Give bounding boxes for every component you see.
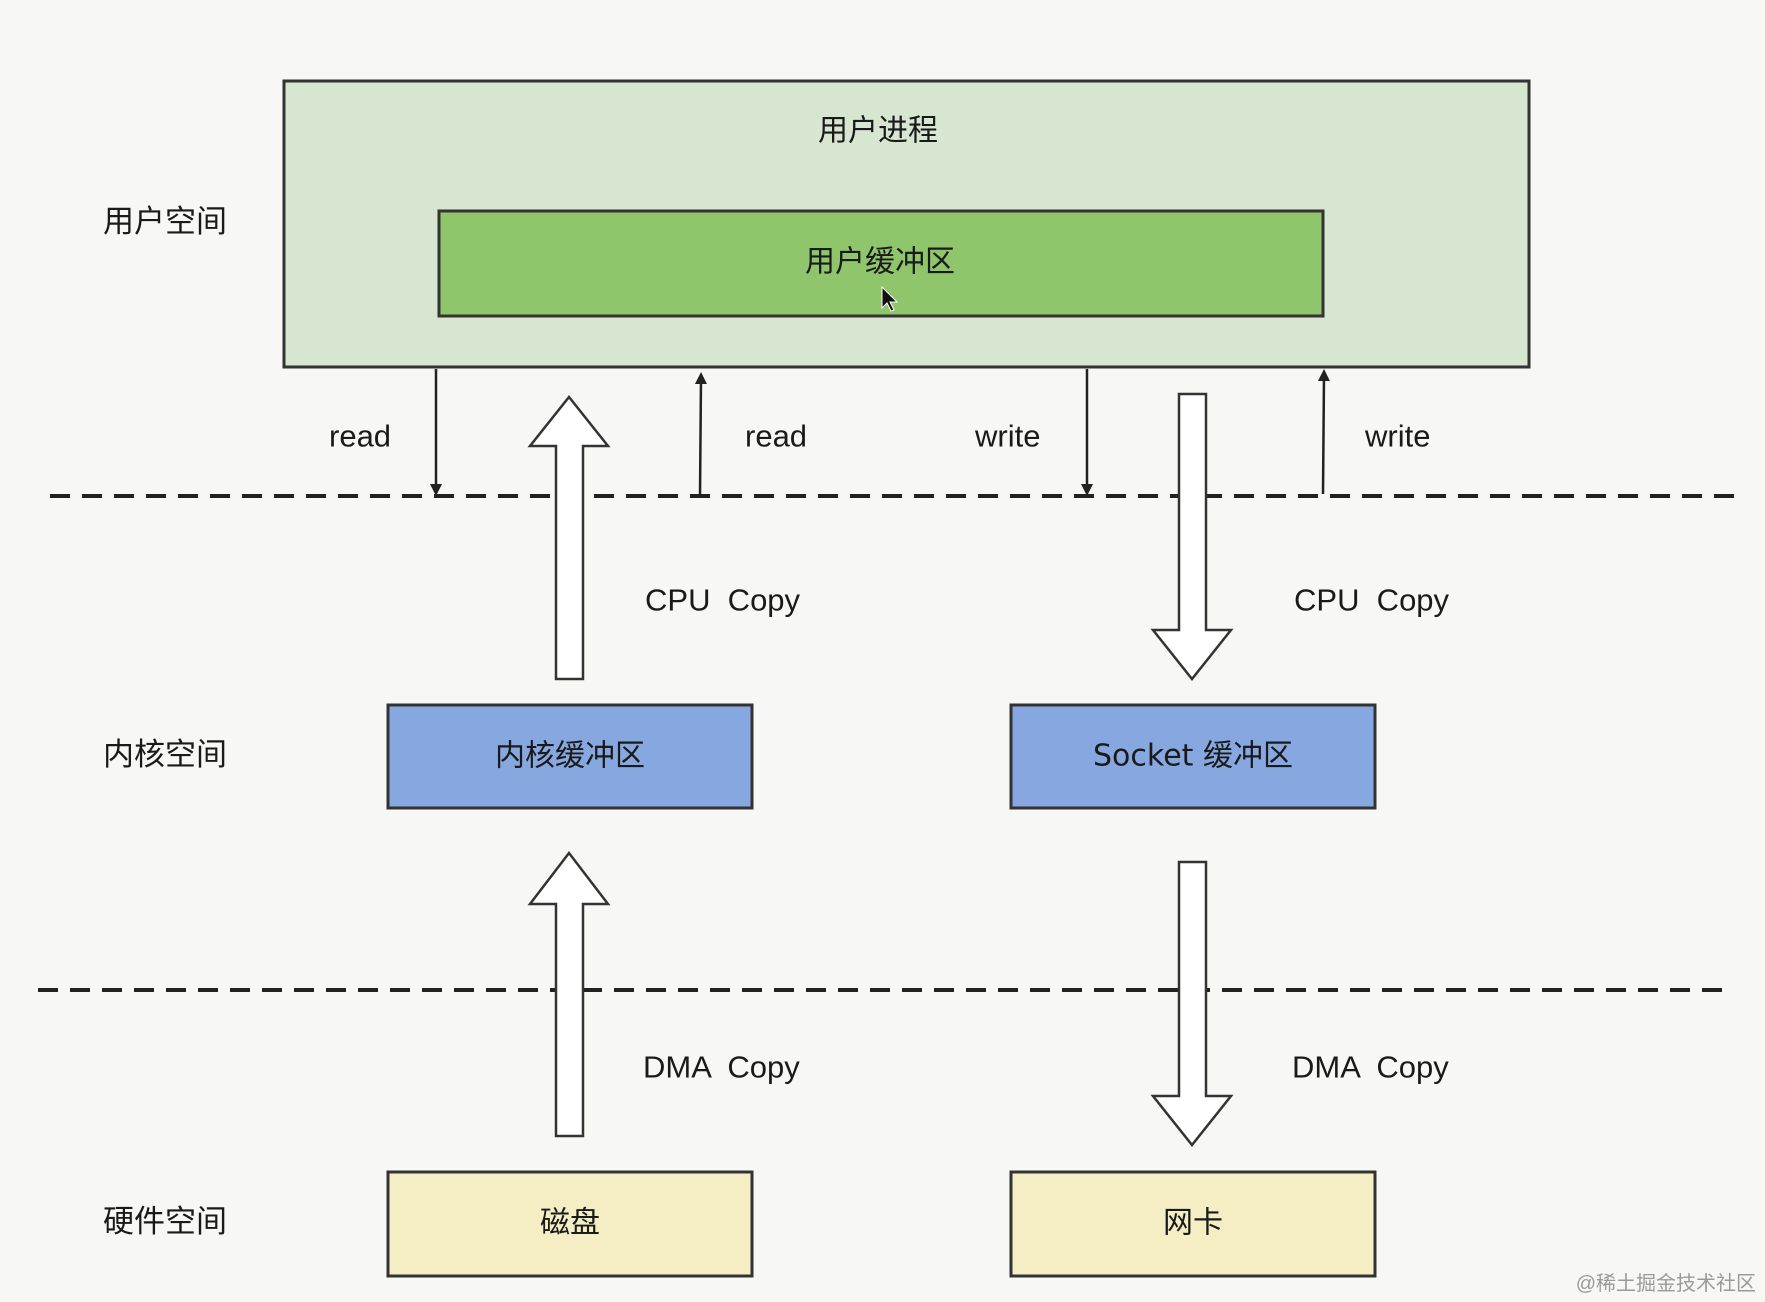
user-space-label: 用户空间 — [103, 204, 227, 240]
disk-label: 磁盘 — [540, 1206, 600, 1241]
dma-copy-right-label: DMA Copy — [1292, 1050, 1449, 1085]
read-return-arrow — [694, 372, 707, 497]
watermark-text: @稀土掘金技术社区 — [1576, 1272, 1756, 1295]
mouse-cursor-icon — [881, 285, 899, 312]
nic-box — [1009, 1170, 1377, 1278]
cpu-copy-down-arrow — [1150, 392, 1234, 682]
kernel-buffer-label: 内核缓冲区 — [495, 739, 645, 774]
kernel-buffer-box — [386, 703, 754, 810]
read-call-label: read — [329, 419, 391, 454]
read-return-label: read — [745, 419, 807, 454]
hardware-space-label: 硬件空间 — [103, 1204, 227, 1240]
dma-copy-up-arrow — [527, 850, 611, 1138]
socket-buffer-box — [1009, 703, 1377, 810]
disk-box — [386, 1170, 754, 1278]
user-process-label: 用户进程 — [818, 114, 938, 149]
write-return-label: write — [1364, 419, 1430, 454]
user-buffer-label: 用户缓冲区 — [805, 245, 955, 280]
nic-label: 网卡 — [1163, 1206, 1223, 1241]
dma-copy-down-arrow — [1150, 860, 1234, 1148]
kernel-space-label: 内核空间 — [103, 737, 227, 773]
socket-buffer-label: Socket 缓冲区 — [1093, 739, 1293, 774]
cpu-copy-up-arrow — [527, 394, 611, 681]
user-buffer-box — [437, 209, 1325, 318]
cpu-copy-right-label: CPU Copy — [1294, 583, 1450, 618]
write-call-label: write — [974, 419, 1040, 454]
cpu-copy-left-label: CPU Copy — [645, 583, 801, 618]
write-return-arrow — [1317, 369, 1330, 495]
dma-copy-left-label: DMA Copy — [643, 1050, 800, 1085]
